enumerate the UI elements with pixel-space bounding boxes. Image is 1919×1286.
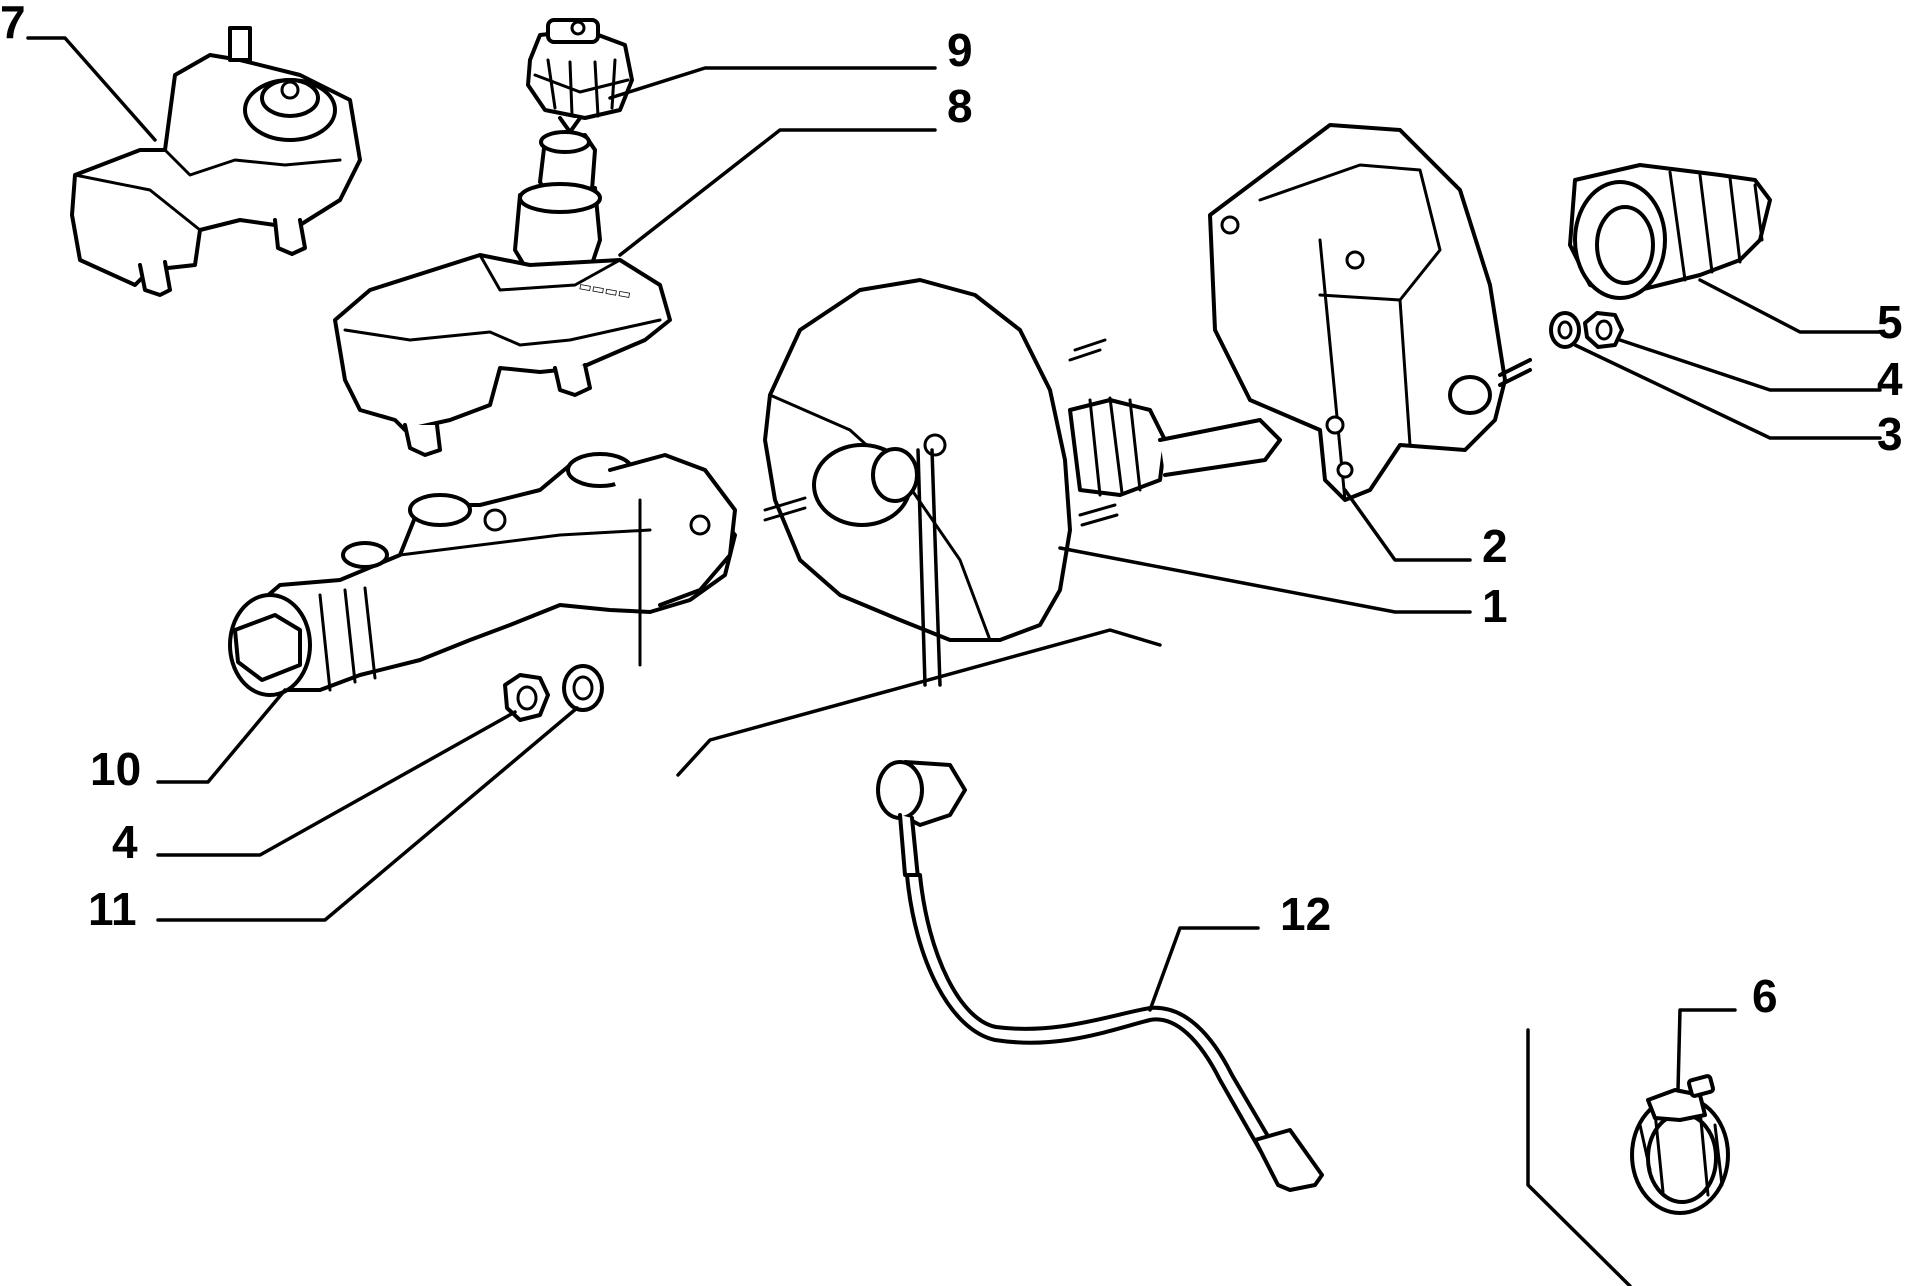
leader-12 xyxy=(1148,926,1260,1012)
leader-4-right xyxy=(1618,338,1882,392)
part-9-reservoir-cap xyxy=(526,18,634,134)
leader-7 xyxy=(26,36,157,142)
callout-12: 12 xyxy=(1280,888,1331,940)
callout-6: 6 xyxy=(1752,970,1778,1022)
leader-3 xyxy=(1573,343,1882,440)
callout-3: 3 xyxy=(1877,408,1903,460)
part-7-small-reservoir xyxy=(70,26,362,297)
leader-10 xyxy=(156,688,287,784)
leader-lines xyxy=(26,36,1882,1092)
part-3-washer xyxy=(1549,311,1581,349)
callout-10: 10 xyxy=(90,743,141,795)
callout-1: 1 xyxy=(1482,580,1508,632)
part-11-washer xyxy=(562,664,604,712)
leader-8 xyxy=(618,128,937,257)
callout-4-right: 4 xyxy=(1877,353,1903,405)
callout-7: 7 xyxy=(0,0,26,48)
callout-9: 9 xyxy=(947,24,973,76)
part-8-fluid-reservoir: ▭▭▭▭ xyxy=(333,130,672,457)
leader-1 xyxy=(1058,546,1472,614)
part-12-vacuum-hose xyxy=(876,760,1324,1192)
part-1-brake-servo xyxy=(763,278,1282,642)
part-10-master-cylinder xyxy=(228,452,737,697)
callout-4-left: 4 xyxy=(112,816,138,868)
leader-2 xyxy=(1343,488,1472,562)
assembly-guide-lines xyxy=(676,448,1632,1286)
leader-5 xyxy=(1698,278,1882,334)
part-4-nut-right xyxy=(1583,311,1624,349)
part-2-mounting-bracket xyxy=(1208,123,1532,502)
leader-11 xyxy=(156,706,579,922)
callout-2: 2 xyxy=(1482,520,1508,572)
callout-5: 5 xyxy=(1877,296,1903,348)
leader-9 xyxy=(608,66,937,100)
part-5-rubber-boot xyxy=(1568,163,1772,300)
leader-4-left xyxy=(156,710,517,857)
callout-labels: 7 9 8 5 4 3 2 1 10 4 11 12 6 xyxy=(0,0,1903,1022)
part-4-nut-left xyxy=(503,673,550,722)
callout-11: 11 xyxy=(88,883,137,935)
callout-8: 8 xyxy=(947,80,973,132)
part-6-hose-clamp xyxy=(1630,1074,1730,1215)
leader-6 xyxy=(1676,1008,1737,1092)
